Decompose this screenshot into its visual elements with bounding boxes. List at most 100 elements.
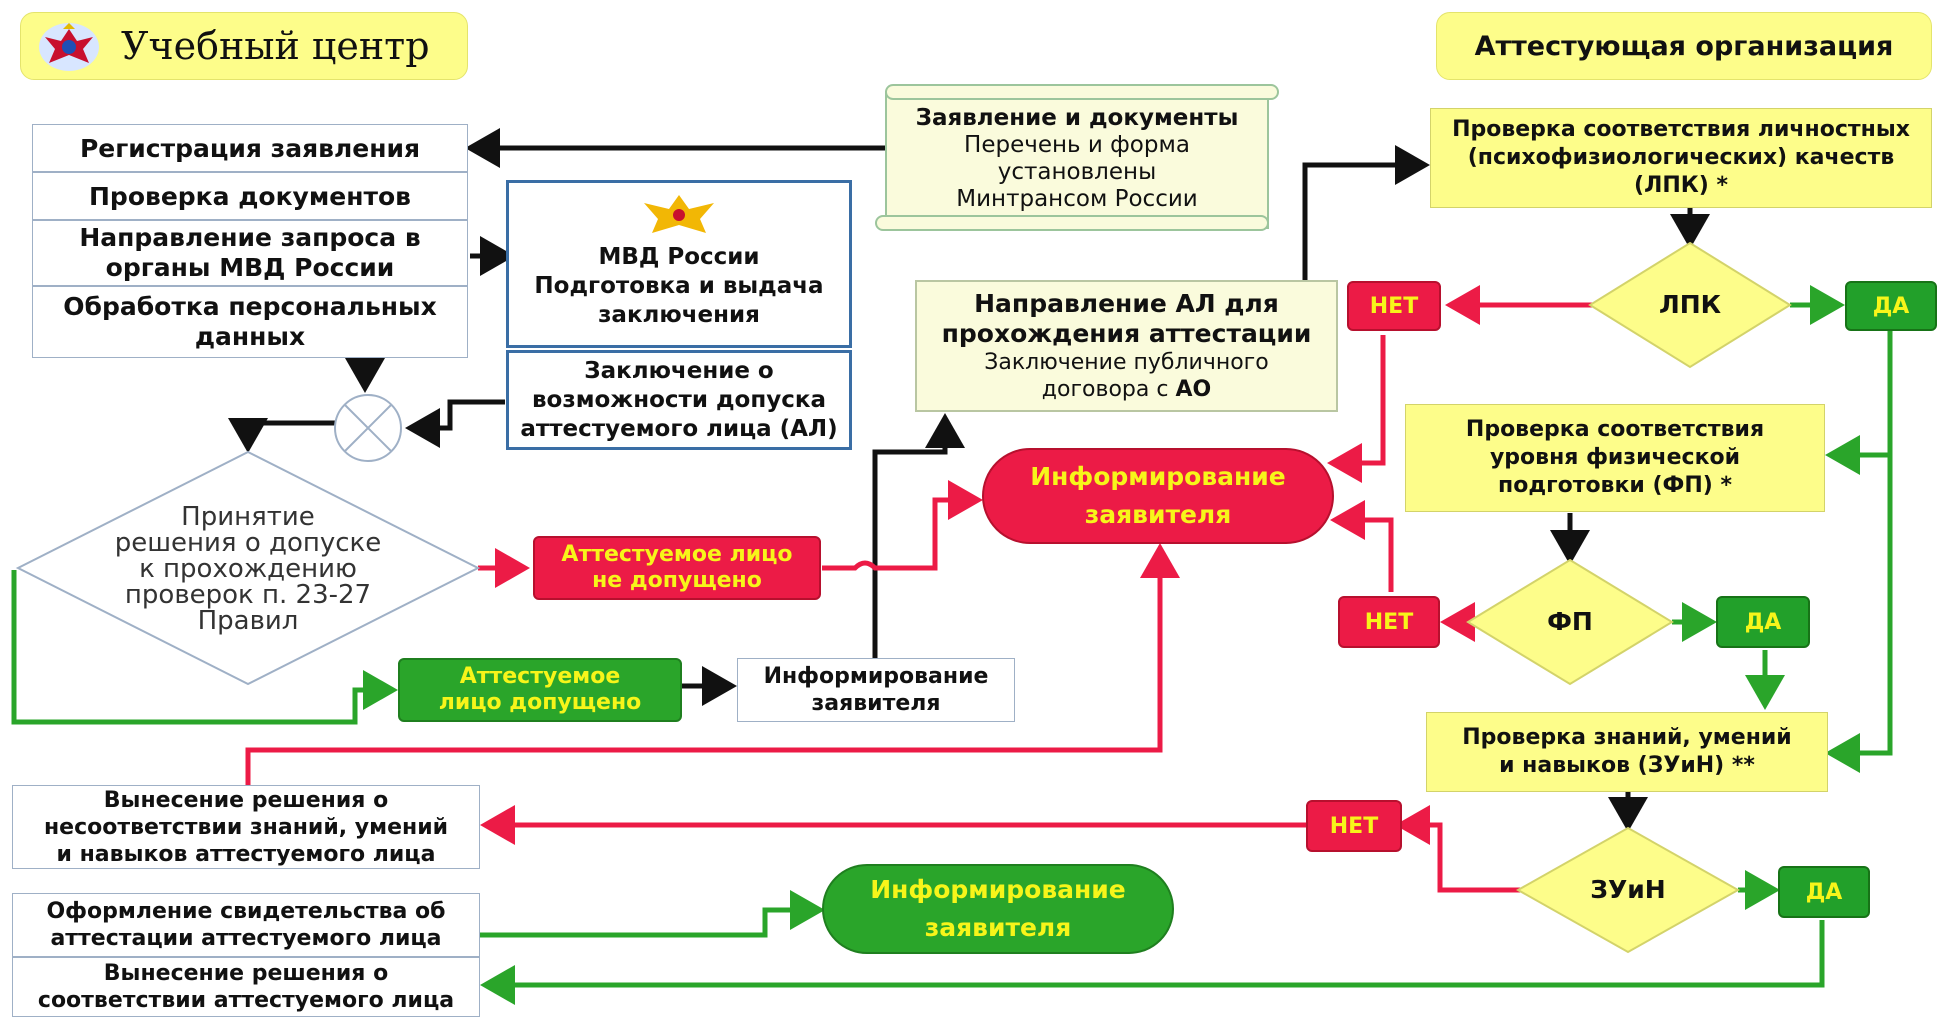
certifying-organization-header: Аттестующая организация: [1436, 12, 1932, 80]
inform-red-box: Информирование заявителя: [982, 448, 1334, 544]
conclusion-line3: аттестуемого лица (АЛ): [520, 415, 838, 442]
not-admitted-line2: не допущено: [592, 568, 762, 593]
conclusion-line1: Заключение о: [584, 357, 774, 384]
arrow-lpk-yes-to-zuin: [1825, 455, 1893, 773]
inform-small-line1: Информирование: [763, 664, 989, 689]
nonconformity-line2: несоответствии знаний, умений: [43, 814, 449, 840]
fp-yes-label: ДА: [1744, 609, 1782, 635]
arrow-notadmitted-to-inform: [822, 480, 983, 571]
registration-box: Регистрация заявления: [32, 124, 468, 172]
docs-scroll-box: Заявление и документы Перечень и форма у…: [892, 100, 1262, 218]
request-line1: Направление запроса в: [79, 223, 421, 252]
not-admitted-line1: Аттестуемое лицо: [561, 542, 793, 567]
registration-label: Регистрация заявления: [79, 133, 421, 163]
mvd-box: МВД России Подготовка и выдача заключени…: [506, 180, 852, 348]
decision-line5: Правил: [197, 606, 299, 636]
arrow-inform-to-direction: [872, 413, 965, 660]
fp-check-line1: Проверка соответствия: [1465, 417, 1765, 442]
zuin-yes-label: ДА: [1805, 879, 1843, 905]
docs-line3: установлены: [997, 159, 1157, 185]
fp-diamond-label: ФП: [1547, 607, 1593, 636]
mvd-emblem-icon: [634, 191, 724, 237]
conformity-line1: Вынесение решения о: [103, 961, 389, 986]
zuin-check-line2: и навыков (ЗУиН) **: [1499, 753, 1755, 778]
training-center-header: Учебный центр: [20, 12, 468, 80]
merge-junction: [334, 394, 402, 462]
lpk-yes-label: ДА: [1872, 293, 1910, 319]
conclusion-line2: возможности допуска: [531, 386, 826, 413]
arrow-lpk-yes-to-fp: [1825, 330, 1893, 475]
arrow-conclusion-to-merge: [405, 399, 505, 448]
docs-line4: Минтрансом России: [956, 186, 1198, 212]
decision-line3: к прохождению: [139, 554, 357, 584]
arrow-merge-to-decision: [228, 418, 335, 453]
fp-yes-tag: ДА: [1716, 596, 1810, 648]
mvd-line2: Подготовка и выдача: [534, 273, 824, 299]
arrow-decision-to-admitted: [11, 570, 398, 725]
lpk-diamond-label: ЛПК: [1658, 290, 1722, 319]
direction-line2: прохождения аттестации: [941, 319, 1312, 348]
request-line2: органы МВД России: [105, 253, 395, 282]
processing-line2: данных: [194, 322, 306, 351]
admitted-line1: Аттестуемое: [459, 664, 621, 689]
direction-box: Направление АЛ для прохождения аттестаци…: [915, 280, 1338, 412]
lpk-check-line2: (психофизиологических) качеств: [1467, 145, 1895, 170]
certificate-line2: аттестации аттестуемого лица: [50, 926, 442, 951]
fp-check-line3: подготовки (ФП) *: [1498, 473, 1732, 498]
inform-red-line2: заявителя: [1084, 500, 1232, 529]
request-mvd-box: Направление запроса в органы МВД России: [32, 220, 468, 286]
zuin-yes-tag: ДА: [1778, 866, 1870, 918]
zuin-diamond-label: ЗУиН: [1590, 875, 1666, 904]
direction-line4-pre: договора с: [1041, 377, 1176, 402]
inform-green-line1: Информирование: [870, 875, 1126, 904]
decision-line1: Принятие: [181, 502, 315, 532]
arrow-zuin-yes-to-conformity: [480, 920, 1825, 1005]
lpk-check-box: Проверка соответствия личностных (психоф…: [1430, 108, 1932, 208]
inform-red-line1: Информирование: [1030, 462, 1286, 491]
conformity-box: Вынесение решения о соответствии аттесту…: [12, 957, 480, 1017]
nonconformity-line3: и навыков аттестуемого лица: [56, 841, 436, 867]
direction-line1: Направление АЛ для: [974, 289, 1279, 318]
mvd-line1: МВД России: [598, 244, 760, 270]
inform-green-box: Информирование заявителя: [822, 864, 1174, 954]
conclusion-box: Заключение о возможности допуска аттесту…: [506, 350, 852, 450]
arrow-direction-to-lpk: [1302, 145, 1430, 280]
check-docs-label: Проверка документов: [89, 181, 411, 211]
not-admitted-box: Аттестуемое лицо не допущено: [533, 536, 821, 600]
nonconformity-line1: Вынесение решения о: [103, 787, 389, 813]
eagle-emblem-icon: [37, 19, 101, 73]
direction-line4: договора с АО: [1042, 376, 1211, 403]
lpk-diamond-shape: [1588, 241, 1792, 369]
arrow-certificate-to-inform: [480, 890, 825, 938]
docs-scroll-shape: [875, 84, 1279, 231]
fp-check-box: Проверка соответствия уровня физической …: [1405, 404, 1825, 512]
lpk-check-line1: Проверка соответствия личностных: [1452, 117, 1910, 142]
arrow-fp-no-to-inform: [1330, 500, 1394, 592]
direction-line4-bold: АО: [1175, 377, 1212, 402]
certificate-line1: Оформление свидетельства об: [46, 899, 446, 924]
lpk-check-line3: (ЛПК) *: [1634, 173, 1728, 198]
certifying-organization-title: Аттестующая организация: [1474, 30, 1894, 62]
inform-small-box: Информирование заявителя: [737, 658, 1015, 722]
processing-box: Обработка персональных данных: [32, 286, 468, 358]
zuin-diamond-shape: [1515, 826, 1741, 954]
zuin-check-box: Проверка знаний, умений и навыков (ЗУиН)…: [1426, 712, 1828, 792]
arrow-lpk-no-to-inform: [1327, 335, 1386, 483]
conformity-line2: соответствии аттестуемого лица: [37, 988, 455, 1013]
fp-check-line2: уровня физической: [1489, 445, 1741, 470]
docs-line2: Перечень и форма: [964, 132, 1190, 158]
decision-line4: проверок п. 23-27: [124, 580, 372, 610]
lpk-yes-tag: ДА: [1845, 281, 1937, 331]
lpk-no-tag: НЕТ: [1347, 281, 1441, 331]
nonconformity-box: Вынесение решения о несоответствии знани…: [12, 785, 480, 869]
fp-no-label: НЕТ: [1364, 609, 1414, 635]
decision-diamond-shape: [15, 450, 481, 686]
certificate-box: Оформление свидетельства об аттестации а…: [12, 893, 480, 957]
fp-diamond-shape: [1466, 558, 1674, 686]
check-docs-box: Проверка документов: [32, 172, 468, 220]
zuin-check-line1: Проверка знаний, умений: [1462, 725, 1792, 750]
fp-no-tag: НЕТ: [1338, 596, 1440, 648]
arrow-zuin-no: [1395, 805, 1530, 893]
